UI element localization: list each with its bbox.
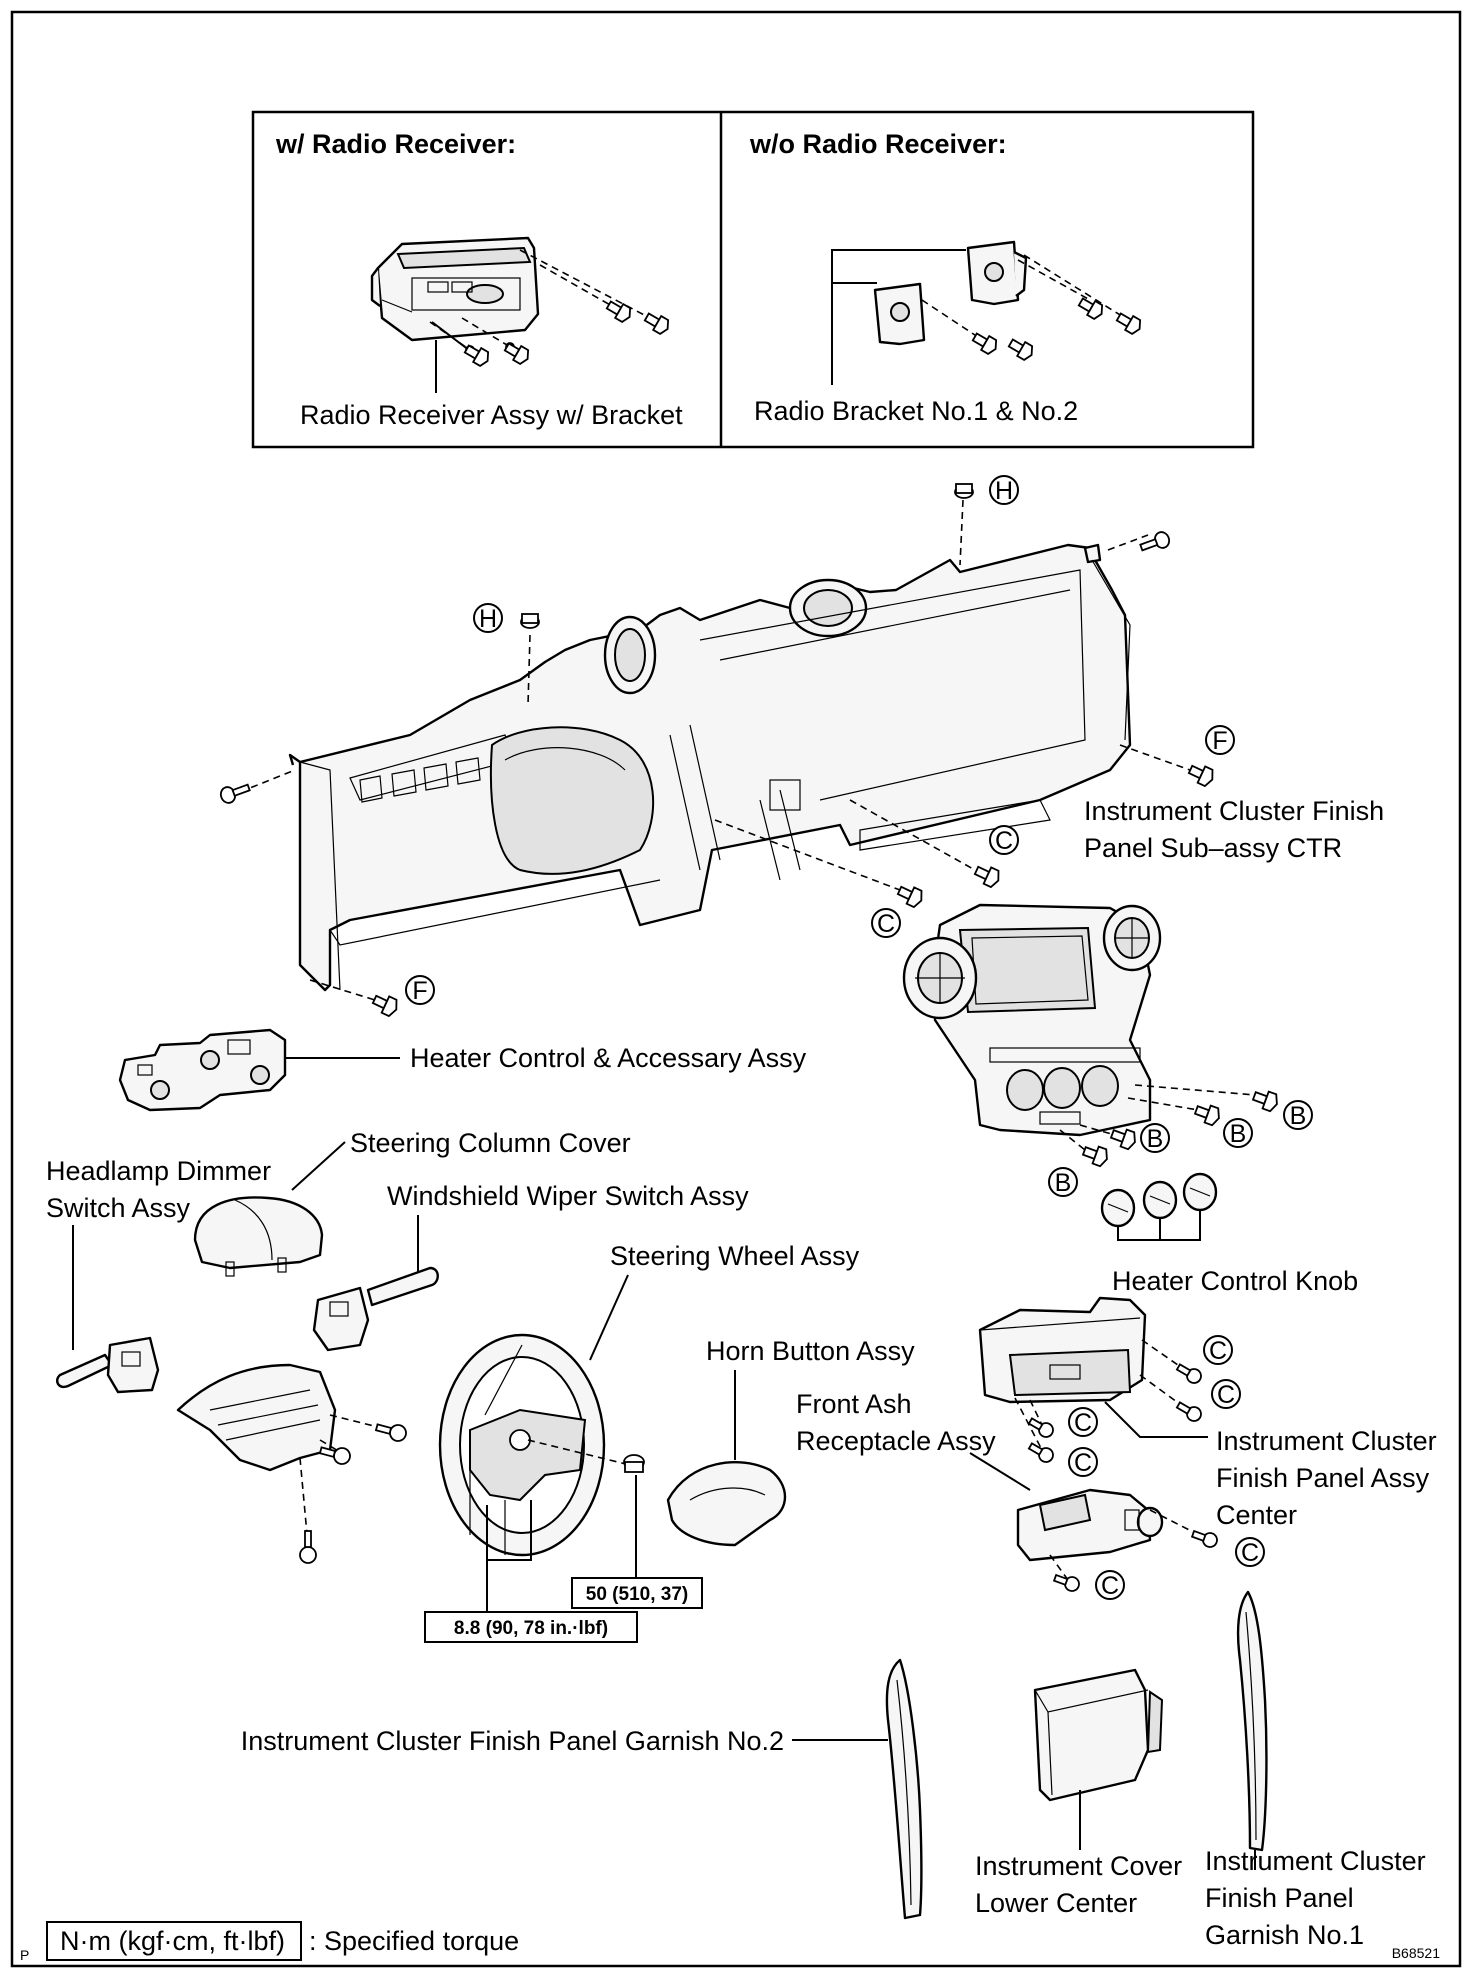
steering-column-cover-lower — [176, 1363, 337, 1472]
ash-receptacle-drawing — [1016, 1488, 1164, 1562]
ash-label-1: Front Ash — [796, 1389, 912, 1419]
heater-knob-label: Heater Control Knob — [1112, 1266, 1358, 1296]
legend-units: N·m (kgf·cm, ft·lbf) — [60, 1926, 285, 1956]
callout-c-dash-right: C — [989, 825, 1019, 855]
svg-text:C: C — [995, 827, 1013, 855]
cluster-panel-bolts — [1081, 1090, 1278, 1168]
garnish-no2-label: Instrument Cluster Finish Panel Garnish … — [241, 1726, 784, 1756]
torque-nut-box: 50 (510, 37) — [571, 1577, 703, 1609]
radio-brackets-drawing — [873, 240, 1028, 346]
svg-text:B: B — [1055, 1169, 1072, 1197]
callout-c-ash-1: C — [1235, 1537, 1265, 1567]
callout-c-fp-3: C — [1068, 1407, 1098, 1437]
steering-column-cover-label: Steering Column Cover — [350, 1128, 631, 1158]
steering-wheel-drawing — [438, 1333, 606, 1557]
headlamp-label-2: Switch Assy — [46, 1193, 191, 1223]
horn-button-label: Horn Button Assy — [706, 1336, 915, 1366]
finish-panel-bolts — [1027, 1363, 1202, 1463]
svg-text:F: F — [1212, 727, 1227, 755]
steering-column-cover-upper — [193, 1196, 324, 1277]
svg-text:F: F — [412, 977, 427, 1005]
ash-bolts — [1052, 1529, 1218, 1592]
panel-center-label-2: Finish Panel Assy — [1216, 1463, 1430, 1493]
cover-lower-label-2: Lower Center — [975, 1888, 1137, 1918]
legend-text: : Specified torque — [309, 1926, 519, 1956]
svg-text:C: C — [1074, 1409, 1092, 1437]
callout-b-4: B — [1048, 1167, 1078, 1197]
outer-frame — [10, 10, 1462, 1968]
torque-nut-text: 50 (510, 37) — [586, 1584, 688, 1605]
radio-bracket-label: Radio Bracket No.1 & No.2 — [754, 396, 1078, 426]
svg-text:H: H — [479, 605, 497, 633]
callout-c-dash-left: C — [871, 908, 901, 938]
panel-center-label-1: Instrument Cluster — [1216, 1426, 1437, 1456]
heater-control-label: Heater Control & Accessary Assy — [410, 1043, 807, 1073]
callout-f-left: F — [405, 975, 435, 1005]
cover-lower-center-drawing — [1033, 1668, 1164, 1802]
garnish-no1-label-1: Instrument Cluster — [1205, 1846, 1426, 1876]
garnish-no1-label-2: Finish Panel — [1205, 1883, 1354, 1913]
svg-text:C: C — [1074, 1449, 1092, 1477]
callout-b-1: B — [1283, 1100, 1313, 1130]
svg-text:C: C — [1101, 1572, 1119, 1600]
callout-h-left: H — [473, 603, 503, 633]
headlamp-label-1: Headlamp Dimmer — [46, 1156, 271, 1186]
inset-right-header: w/o Radio Receiver: — [749, 129, 1007, 159]
wiper-switch-label: Windshield Wiper Switch Assy — [387, 1181, 749, 1211]
radio-inset-box: w/ Radio Receiver: w/o Radio Receiver: — [251, 110, 1255, 449]
cluster-ctr-label-1: Instrument Cluster Finish — [1084, 796, 1384, 826]
nut-h-right — [954, 483, 974, 499]
callout-b-2: B — [1223, 1118, 1253, 1148]
svg-text:C: C — [1217, 1381, 1235, 1409]
lower-cover-screws — [299, 1423, 407, 1564]
radio-receiver-label: Radio Receiver Assy w/ Bracket — [300, 400, 683, 430]
torque-legend: N·m (kgf·cm, ft·lbf) : Specified torque — [46, 1921, 519, 1961]
garnish-no2-drawing — [885, 1658, 923, 1920]
heater-control-drawing — [118, 1028, 287, 1112]
instrument-panel-drawing — [288, 543, 1132, 992]
finish-panel-center-drawing — [978, 1296, 1147, 1404]
callout-c-fp-2: C — [1211, 1379, 1241, 1409]
panel-center-label-3: Center — [1216, 1500, 1297, 1530]
svg-text:B: B — [1230, 1120, 1247, 1148]
ash-label-2: Receptacle Assy — [796, 1426, 996, 1456]
dash-fasteners — [219, 483, 1214, 1018]
torque-bolts-text: 8.8 (90, 78 in.·lbf) — [454, 1618, 608, 1639]
steering-wheel-nut — [623, 1454, 645, 1473]
cluster-finish-panel-ctr-drawing — [902, 903, 1162, 1137]
nut-h-left — [520, 613, 540, 629]
svg-text:C: C — [1209, 1337, 1227, 1365]
inset-left-header: w/ Radio Receiver: — [275, 129, 516, 159]
svg-text:B: B — [1147, 1125, 1164, 1153]
figure-code: B68521 — [1392, 1945, 1440, 1961]
callout-c-fp-4: C — [1068, 1447, 1098, 1477]
callout-h-right: H — [989, 475, 1019, 505]
callout-f-right: F — [1205, 725, 1235, 755]
wiper-switch-drawing — [312, 1266, 439, 1352]
svg-text:H: H — [995, 477, 1013, 505]
headlamp-switch-drawing — [56, 1336, 160, 1394]
steering-wheel-label: Steering Wheel Assy — [610, 1241, 860, 1271]
svg-text:C: C — [1241, 1539, 1259, 1567]
torque-bolts-box: 8.8 (90, 78 in.·lbf) — [424, 1611, 638, 1643]
cluster-ctr-label-2: Panel Sub–assy CTR — [1084, 833, 1342, 863]
corner-left-code: P — [20, 1947, 29, 1963]
callout-b-3: B — [1140, 1123, 1170, 1153]
garnish-no1-drawing — [1236, 1590, 1268, 1852]
cover-lower-label-1: Instrument Cover — [975, 1851, 1182, 1881]
svg-text:C: C — [877, 910, 895, 938]
garnish-no1-label-3: Garnish No.1 — [1205, 1920, 1364, 1950]
callout-c-fp-1: C — [1203, 1335, 1233, 1365]
radio-receiver-drawing — [370, 236, 540, 361]
bracket-bolts — [971, 297, 1142, 361]
callout-c-ash-2: C — [1095, 1570, 1125, 1600]
svg-text:B: B — [1290, 1102, 1307, 1130]
heater-knobs-drawing — [1100, 1172, 1218, 1241]
radio-bolts — [463, 300, 670, 367]
horn-button-drawing — [666, 1461, 787, 1547]
